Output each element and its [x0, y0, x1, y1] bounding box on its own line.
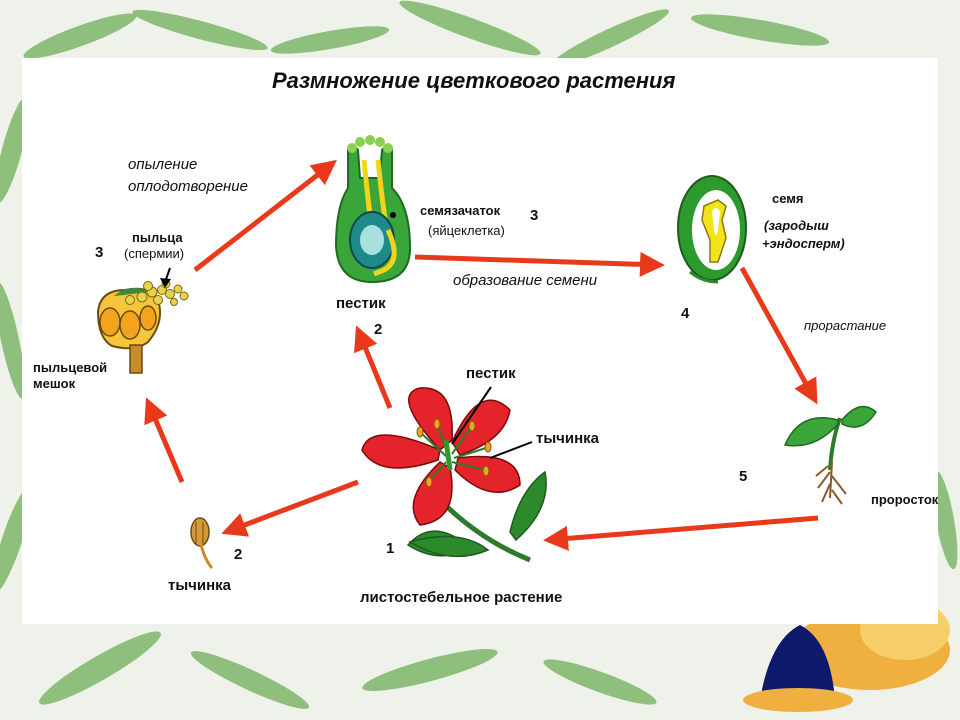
label-stamen-bottom: тычинка	[168, 577, 231, 594]
number-3-left: 3	[95, 244, 104, 261]
label-seed-formation: образование семени	[453, 272, 598, 289]
label-sperm: (спермии)	[124, 246, 185, 261]
arrow-plant-to-pistil	[354, 325, 393, 409]
pollen-sac-illustration	[96, 267, 189, 374]
label-endosperm: +эндосперм)	[762, 236, 845, 251]
flower-illustration	[361, 386, 547, 563]
arrow-seed-to-seedling	[739, 266, 818, 405]
number-2-stamen: 2	[234, 546, 243, 563]
label-pollen-sac-line1: пыльцевой	[33, 360, 108, 375]
arrow-pistil-to-seed	[414, 251, 665, 277]
arrow-pollen-to-pistil	[193, 159, 337, 272]
label-fertilization: оплодотворение	[128, 178, 248, 195]
slide-content-area	[22, 58, 938, 624]
label-pollination: опыление	[128, 156, 198, 173]
arrow-stamen-to-pollensac	[144, 397, 185, 483]
arrow-seedling-to-plant	[543, 515, 819, 551]
label-seedling: проросток	[871, 492, 939, 507]
number-2-pistil: 2	[374, 321, 383, 338]
arrow-plant-to-stamen	[221, 479, 359, 537]
label-pollen-sac-line2: мешок	[33, 376, 76, 391]
number-5: 5	[739, 468, 748, 485]
page-title: Размножение цветкового растения	[272, 68, 676, 93]
number-3-mid: 3	[530, 207, 539, 224]
label-embryo: (зародыш	[764, 218, 829, 233]
label-egg-cell: (яйцеклетка)	[428, 223, 505, 238]
label-stamen-flower: тычинка	[536, 430, 599, 447]
scroll-ornament	[743, 600, 950, 712]
label-leafy-plant: листостебельное растение	[360, 589, 563, 606]
pistil-section-illustration	[334, 135, 412, 284]
seedling-illustration	[783, 405, 877, 505]
label-germination: прорастание	[804, 318, 887, 333]
seed-illustration	[677, 175, 747, 284]
label-seed: семя	[772, 191, 804, 206]
label-pistil-top: пестик	[336, 295, 386, 312]
number-1: 1	[386, 540, 395, 557]
number-4: 4	[681, 305, 690, 322]
stamen-illustration	[190, 517, 214, 569]
label-ovule: семязачаток	[420, 203, 501, 218]
label-pistil-flower: пестик	[466, 365, 516, 382]
label-pollen: пыльца	[132, 230, 183, 245]
